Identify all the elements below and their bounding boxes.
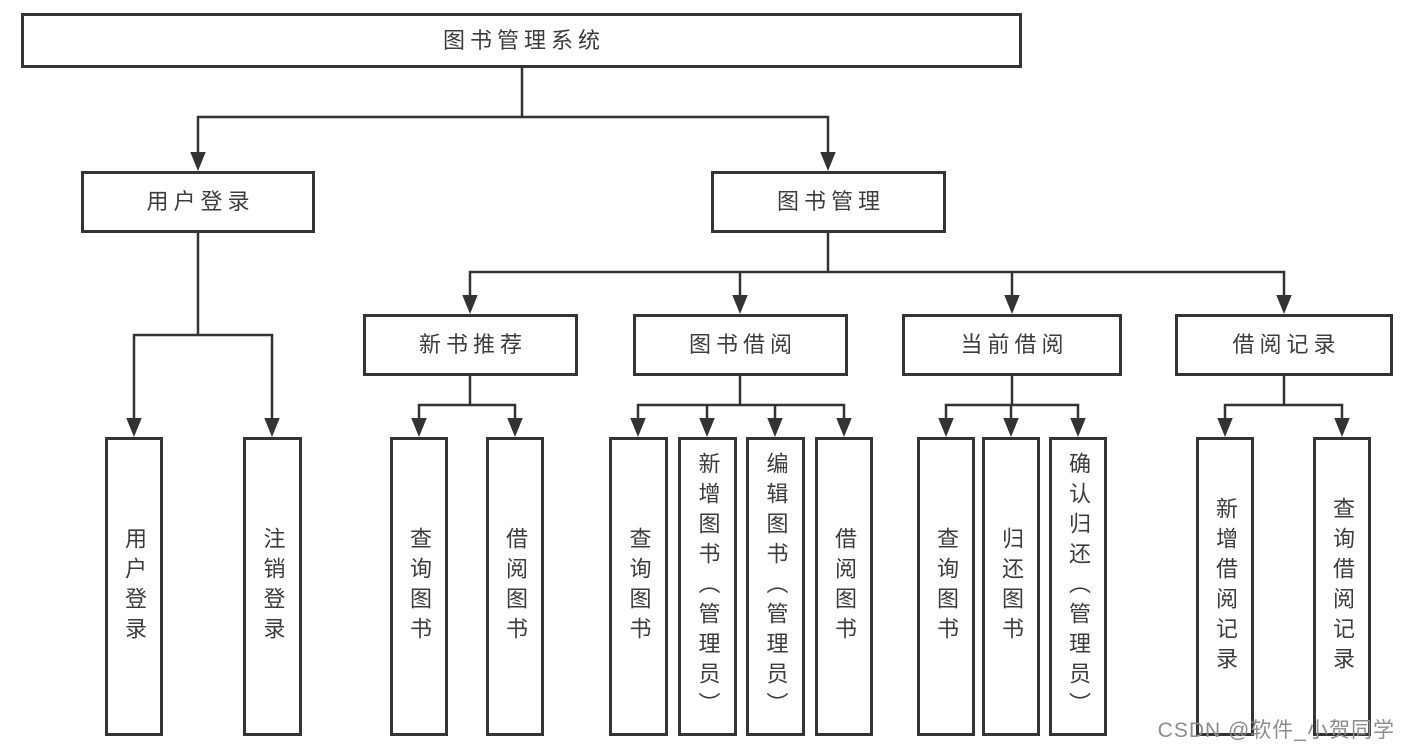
node-leaf-borrow-books-recommend: 借阅图书	[486, 437, 544, 736]
node-root: 图书管理系统	[21, 13, 1022, 68]
node-leaf-search-books-borrowing: 查询图书	[609, 437, 668, 736]
node-leaf-confirm-return-admin: 确认归还（管理员）	[1049, 437, 1107, 736]
arrowhead-icon	[938, 418, 954, 437]
node-new-book-recommendation: 新书推荐	[363, 314, 578, 376]
node-leaf-add-borrow-record: 新增借阅记录	[1196, 437, 1254, 736]
arrowhead-icon	[732, 295, 748, 314]
arrowhead-icon	[1070, 418, 1086, 437]
arrowhead-icon	[767, 418, 783, 437]
node-current-borrowing: 当前借阅	[902, 314, 1122, 376]
node-leaf-return-books: 归还图书	[982, 437, 1040, 736]
arrowhead-icon	[1004, 295, 1020, 314]
node-borrowing-records: 借阅记录	[1175, 314, 1393, 376]
arrowhead-icon	[699, 418, 715, 437]
arrowhead-icon	[836, 418, 852, 437]
arrowhead-icon	[507, 418, 523, 437]
arrowhead-icon	[411, 418, 427, 437]
arrowhead-icon	[190, 152, 206, 171]
node-leaf-logout: 注销登录	[243, 437, 302, 736]
node-book-management: 图书管理	[711, 171, 946, 233]
node-leaf-search-books-recommend: 查询图书	[390, 437, 448, 736]
node-book-borrowing: 图书借阅	[633, 314, 848, 376]
node-leaf-borrow-books-borrowing: 借阅图书	[815, 437, 873, 736]
arrowhead-icon	[126, 418, 142, 437]
arrowhead-icon	[820, 152, 836, 171]
node-user-login: 用户登录	[81, 171, 315, 233]
arrowhead-icon	[1217, 418, 1233, 437]
arrowhead-icon	[264, 418, 280, 437]
arrowhead-icon	[462, 295, 478, 314]
arrowhead-icon	[1276, 295, 1292, 314]
node-leaf-search-books-current: 查询图书	[917, 437, 975, 736]
watermark: CSDN @软件_小贺同学	[1157, 719, 1395, 742]
node-leaf-edit-books-admin: 编辑图书（管理员）	[746, 437, 805, 736]
node-leaf-add-books-admin: 新增图书（管理员）	[678, 437, 737, 736]
node-leaf-search-borrow-record: 查询借阅记录	[1313, 437, 1371, 736]
arrowhead-icon	[1334, 418, 1350, 437]
arrowhead-icon	[630, 418, 646, 437]
arrowhead-icon	[1003, 418, 1019, 437]
node-leaf-user-login: 用户登录	[105, 437, 163, 736]
